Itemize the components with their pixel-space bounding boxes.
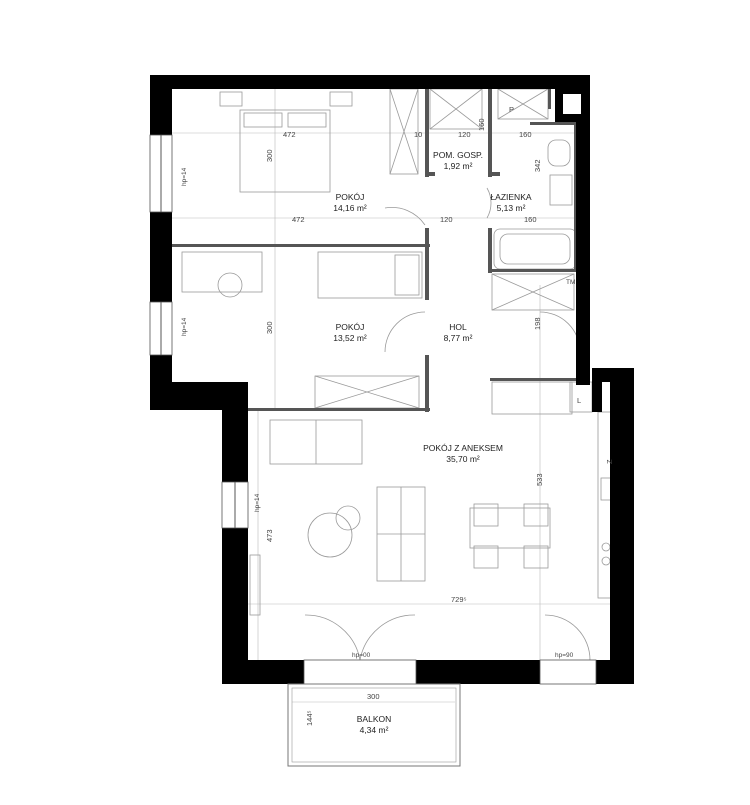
dim-144: 144⁵ [305,710,314,726]
dim-300-top: 300 [265,149,274,162]
dim-472-mid: 472 [292,215,305,224]
room-name-pokoj-1: POKÓJ [336,192,365,202]
room-name-lazienka: ŁAZIENKA [490,192,531,202]
window-height-1: hp=14 [181,167,188,186]
symbol-l: L [577,396,581,405]
room-name-balkon: BALKON [357,714,392,724]
dimension-labels: 472 10 120 160 160 300 342 472 120 160 3… [265,118,544,726]
dim-120-mid: 120 [440,215,453,224]
window-heights: hp=14 hp=14 hp=14 hp=00 hp=90 [181,167,574,659]
balcony [287,683,461,767]
room-area-balkon: 4,34 m² [360,725,389,735]
windows [149,134,597,685]
room-name-aneks: POKÓJ Z ANEKSEM [423,443,503,453]
window-height-3: hp=14 [254,493,261,512]
dim-160-vertical: 160 [477,118,486,131]
room-area-hol: 8,77 m² [444,333,473,343]
dim-729: 729⁵ [451,595,467,604]
dim-342: 342 [533,159,542,172]
symbol-p: P [509,105,514,114]
furniture [181,88,631,661]
room-area-pom-gosp: 1,92 m² [444,161,473,171]
dim-300-balkon: 300 [367,692,380,701]
symbol-tm: TM [566,279,575,286]
window-height-5: hp=90 [555,652,574,659]
room-name-pokoj-2: POKÓJ [336,322,365,332]
room-area-pokoj-2: 13,52 m² [333,333,367,343]
room-name-hol: HOL [449,322,467,332]
symbol-z: Z [605,459,614,464]
room-labels: POKÓJ 14,16 m² POM. GOSP. 1,92 m² ŁAZIEN… [333,150,532,735]
dim-473: 473 [265,529,274,542]
window-height-4: hp=00 [352,652,371,659]
window-height-2: hp=14 [181,317,188,336]
dim-198: 198 [533,317,542,330]
dim-160-top: 160 [519,130,532,139]
dim-10: 10 [414,130,422,139]
dim-160-mid: 160 [524,215,537,224]
exterior-walls [150,75,634,684]
dim-300-mid: 300 [265,321,274,334]
room-area-aneks: 35,70 m² [446,454,480,464]
dimension-lines [172,88,628,703]
room-area-lazienka: 5,13 m² [497,203,526,213]
dim-533: 533 [535,473,544,486]
dim-472-top: 472 [283,130,296,139]
room-area-pokoj-1: 14,16 m² [333,203,367,213]
dim-120-top: 120 [458,130,471,139]
symbols: P L Z TM [509,105,614,464]
room-name-pom-gosp: POM. GOSP. [433,150,483,160]
